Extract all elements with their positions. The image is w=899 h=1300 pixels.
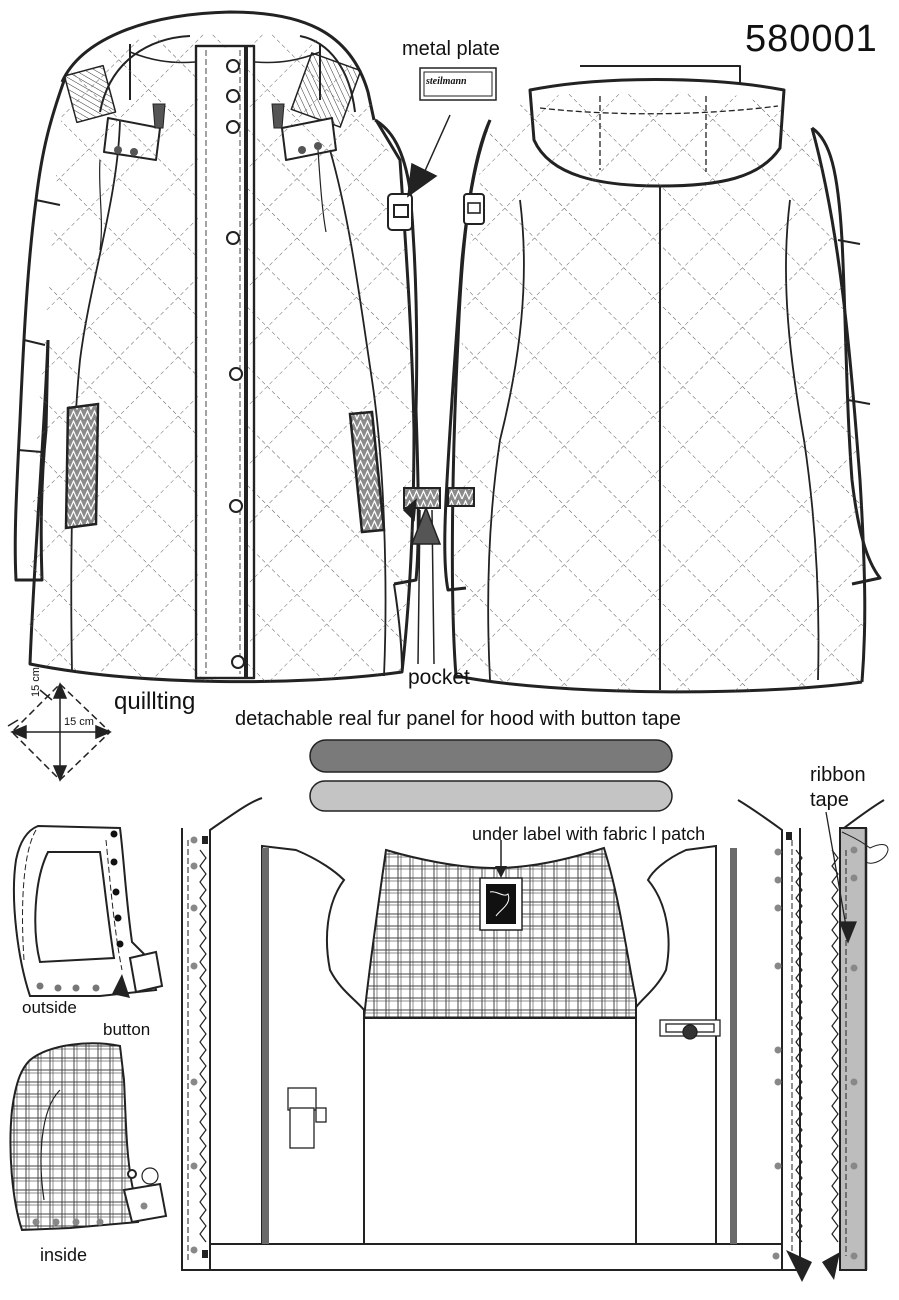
under-label bbox=[479, 840, 523, 931]
hood-outside-label: outside bbox=[22, 998, 77, 1017]
hood-inside bbox=[9, 1042, 168, 1232]
facing-stripe-left bbox=[262, 848, 269, 1244]
metal-plate-box bbox=[419, 67, 497, 101]
fur-panel-light bbox=[309, 780, 673, 812]
placket-buttons bbox=[226, 59, 245, 669]
sleeve-metal-plate bbox=[387, 193, 413, 231]
pocket-label: pocket bbox=[408, 666, 470, 689]
button-arrow bbox=[112, 974, 130, 998]
back-quilting-pattern bbox=[452, 92, 865, 692]
lining-view bbox=[181, 797, 803, 1271]
hood-button-label: button bbox=[103, 1020, 151, 1039]
ribbon-tape-label: ribbon tape bbox=[810, 764, 866, 811]
pocket-arrow bbox=[402, 498, 442, 665]
ribbon-tape-arrow bbox=[825, 811, 857, 944]
zipper-pull-icon bbox=[152, 103, 285, 129]
quilting-dimension-vertical: 15 cm bbox=[30, 667, 42, 697]
sleeve-pocket-right bbox=[447, 487, 475, 507]
ribbon-tape-strip bbox=[831, 799, 889, 1271]
quilting-label: quillting bbox=[114, 688, 196, 715]
fur-panel-dark bbox=[309, 739, 673, 773]
hood-outside bbox=[12, 824, 164, 997]
model-number: 580001 bbox=[745, 18, 878, 60]
facing-stripe-right bbox=[730, 848, 737, 1244]
quilting-diagram bbox=[7, 682, 112, 782]
metal-plate-arrow bbox=[407, 114, 451, 198]
metal-plate-label: metal plate bbox=[402, 38, 500, 60]
front-pocket-right bbox=[348, 410, 386, 534]
front-pocket-left bbox=[64, 402, 100, 530]
inner-pocket-right bbox=[659, 1019, 721, 1040]
inner-pocket-left bbox=[287, 1087, 327, 1149]
under-label-caption: under label with fabric l patch bbox=[472, 824, 706, 844]
fur-panel-label: detachable real fur panel for hood with … bbox=[235, 708, 681, 730]
hood-inside-label: inside bbox=[40, 1245, 88, 1265]
plate-brand-label: steilmann bbox=[426, 76, 467, 87]
quilting-dimension-horizontal: 15 cm bbox=[64, 716, 94, 728]
